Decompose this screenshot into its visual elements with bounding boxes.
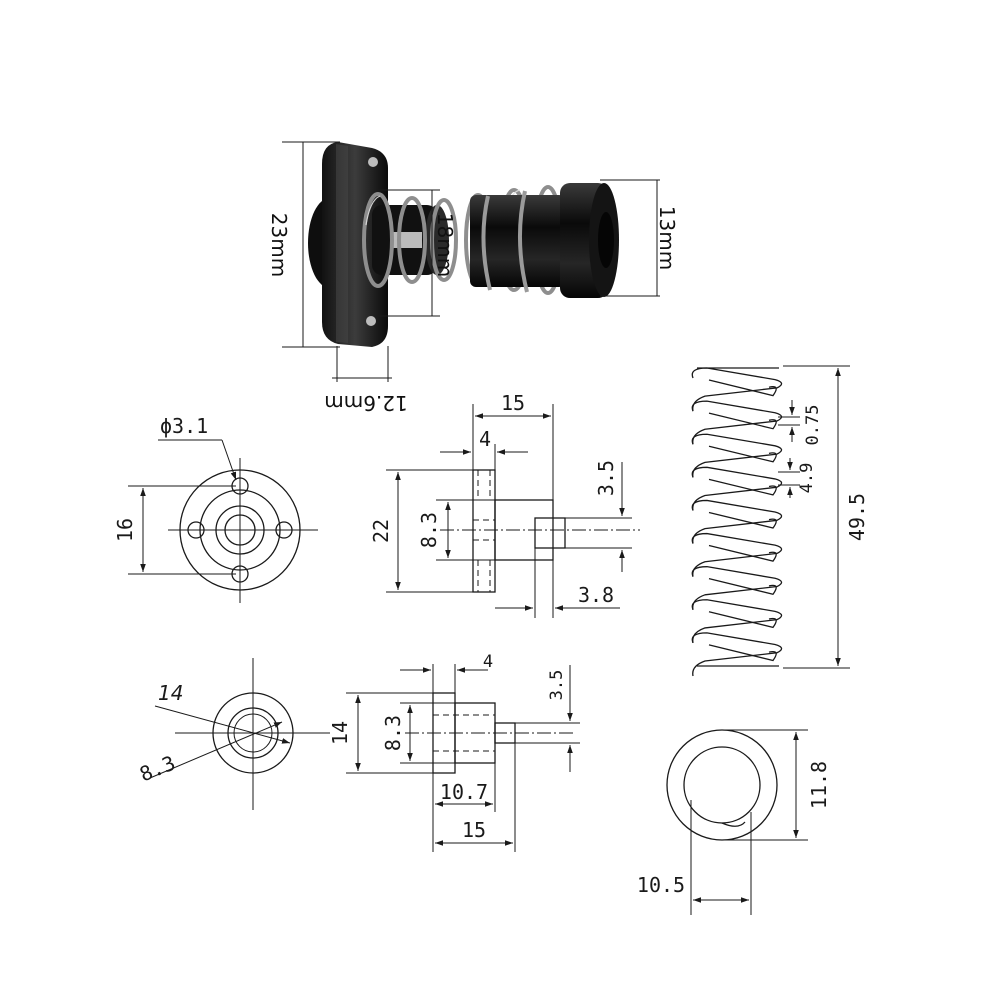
nut-side-view: 4 3.5 14 8.3 10.7 15 xyxy=(328,652,580,852)
nut-inner-label: 8.3 xyxy=(136,751,178,787)
side-height-label: 22 xyxy=(369,519,393,543)
nut-side-total-label: 15 xyxy=(462,818,486,842)
spring-coil-inner xyxy=(708,478,777,496)
photo-spring-label: 18mm xyxy=(433,213,457,277)
spring-coil xyxy=(691,466,783,511)
nut-side-height-label: 14 xyxy=(328,721,352,745)
side-tail-label: 3.8 xyxy=(578,583,614,607)
nut-side-bore-label: 8.3 xyxy=(381,715,405,751)
spring-coil xyxy=(691,566,783,610)
spring-coil-inner xyxy=(708,379,777,397)
spring-coil xyxy=(691,400,783,445)
flange-height-label: 16 xyxy=(113,518,137,542)
flange-front-view: ϕ3.1 16 xyxy=(113,414,318,603)
photo-height-label: 23mm xyxy=(267,213,291,277)
nut-front-view: 14 8.3 xyxy=(136,658,330,810)
photo-nut-body xyxy=(470,195,565,287)
hole-diameter-label: ϕ3.1 xyxy=(160,414,208,438)
flange-hole-bottom xyxy=(366,316,376,326)
side-total-width-label: 15 xyxy=(501,391,525,415)
spring-coil-inner xyxy=(708,611,777,629)
spring-coil xyxy=(691,433,783,478)
product-photo xyxy=(308,142,619,347)
spring-coil xyxy=(691,532,783,577)
spring-length-label: 49.5 xyxy=(845,493,869,541)
spring-coil-inner xyxy=(708,578,777,595)
nut-outer-label: 14 xyxy=(158,681,183,705)
spring-coil xyxy=(691,367,783,412)
photo-nut-label: 13mm xyxy=(655,206,679,270)
nut-side-step-label: 3.5 xyxy=(547,670,567,701)
spring-coil xyxy=(691,632,783,677)
spring-inner-label: 10.5 xyxy=(637,873,685,897)
spring-side-view: 49.5 0.75 4.9 xyxy=(691,365,869,677)
spring-coil-inner xyxy=(708,511,777,529)
side-step-label: 3.5 xyxy=(594,460,618,496)
spring-wire-label: 0.75 xyxy=(803,405,823,446)
spring-coil-inner xyxy=(708,644,777,662)
side-flange-thickness-label: 4 xyxy=(479,427,491,451)
nut-side-body-label: 10.7 xyxy=(440,780,488,804)
spring-coil-inner xyxy=(708,445,777,463)
photo-dimensions: 23mm 18mm 13mm 12.6mm xyxy=(267,141,679,415)
photo-depth-label: 12.6mm xyxy=(324,391,408,415)
spring-coil-inner xyxy=(708,412,777,430)
spring-coil xyxy=(691,599,783,644)
side-bore-label: 8.3 xyxy=(417,512,441,548)
flange-side-view: 15 4 22 8.3 3.5 3.8 xyxy=(369,391,640,618)
spring-outer-label: 11.8 xyxy=(807,761,831,809)
spring-coil xyxy=(691,499,783,544)
spring-end-view: 11.8 10.5 xyxy=(637,729,831,915)
nut-side-flange-label: 4 xyxy=(483,652,493,672)
spring-coil-inner xyxy=(708,544,777,562)
spring-pitch-label: 4.9 xyxy=(797,463,817,494)
flange-hole-top xyxy=(368,157,378,167)
